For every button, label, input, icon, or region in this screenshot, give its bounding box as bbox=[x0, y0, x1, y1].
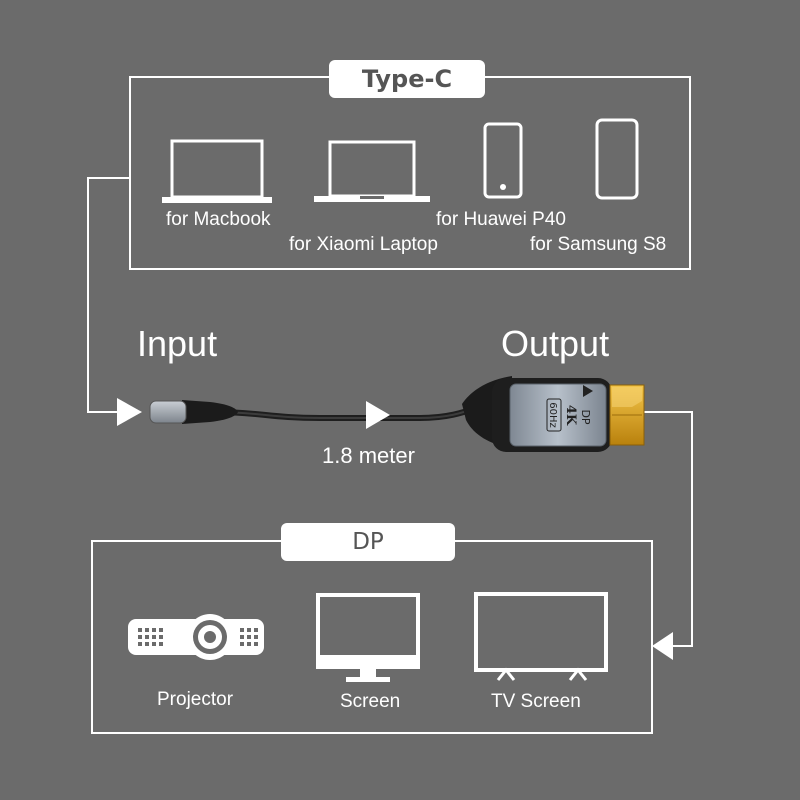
monitor-icon bbox=[316, 593, 420, 682]
plug-text-60hz: 60Hz bbox=[547, 402, 558, 428]
tv-icon bbox=[474, 592, 608, 681]
device-label-samsung-s8: for Samsung S8 bbox=[530, 234, 667, 255]
output-label: Output bbox=[501, 323, 610, 364]
dp-triangle-icon bbox=[583, 385, 593, 397]
plug-text-dp: DP bbox=[579, 409, 592, 424]
input-label: Input bbox=[137, 323, 218, 364]
laptop-icon bbox=[162, 139, 272, 203]
device-label-tv-screen: TV Screen bbox=[491, 691, 581, 712]
device-label-xiaomi-laptop: for Xiaomi Laptop bbox=[289, 234, 438, 255]
plug-text-4k: 4K bbox=[563, 405, 578, 426]
output-arrow-icon bbox=[652, 632, 673, 660]
device-label-huawei-p40: for Huawei P40 bbox=[436, 209, 566, 230]
source-group-title: Type-C bbox=[329, 60, 485, 98]
device-label-screen: Screen bbox=[340, 691, 401, 712]
phone-icon bbox=[595, 118, 639, 200]
usb-c-cable bbox=[149, 376, 645, 452]
input-connector-line bbox=[87, 177, 130, 413]
projector-icon bbox=[128, 614, 264, 660]
dp-plug-markings: DP 4K 60Hz bbox=[546, 385, 593, 432]
target-group-title: DP bbox=[281, 523, 455, 561]
device-label-macbook: for Macbook bbox=[166, 209, 271, 230]
output-connector-line bbox=[642, 411, 693, 647]
cable-direction-arrow-icon bbox=[366, 401, 390, 429]
device-label-projector: Projector bbox=[157, 689, 234, 710]
phone-icon bbox=[483, 122, 523, 199]
laptop-icon bbox=[314, 140, 430, 202]
input-arrow-icon bbox=[117, 398, 142, 426]
usb-c-plug bbox=[149, 400, 187, 424]
cable-length-label: 1.8 meter bbox=[322, 443, 415, 468]
